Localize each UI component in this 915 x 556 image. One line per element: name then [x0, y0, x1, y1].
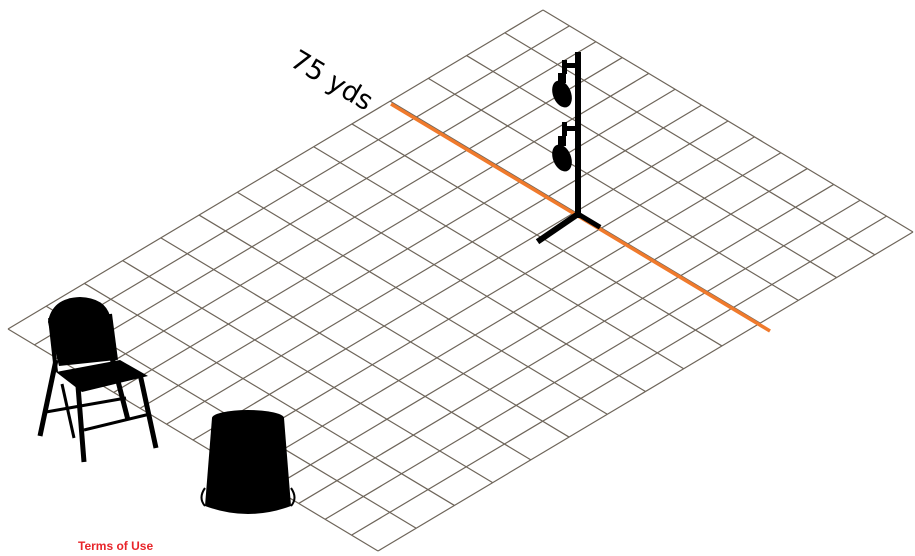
terms-of-use-link[interactable]: Terms of Use [78, 540, 153, 552]
grid-line [352, 216, 887, 535]
grid-line [378, 232, 913, 551]
grid-line [246, 153, 781, 472]
folding-chair-icon [40, 297, 156, 462]
range-floor-grid [8, 10, 913, 551]
grid-line [299, 184, 834, 503]
grid-line [219, 137, 754, 456]
grid-line [325, 200, 860, 519]
grid-line [272, 169, 807, 488]
bucket-icon [202, 410, 295, 514]
